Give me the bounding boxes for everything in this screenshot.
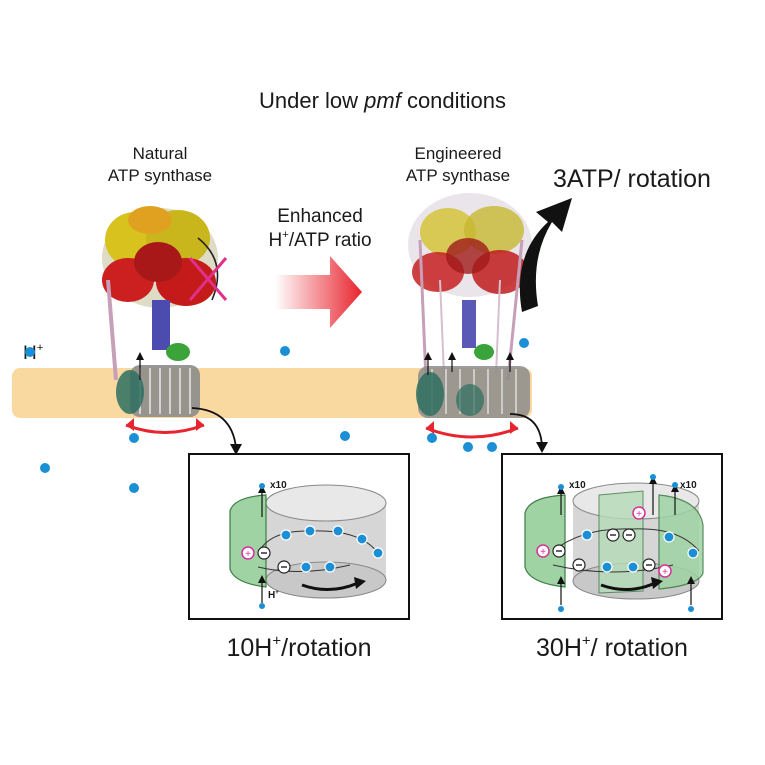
- natural-atp-synthase: [102, 206, 242, 455]
- engineered-atp-synthase: [408, 193, 572, 453]
- proton-dot: [129, 483, 139, 493]
- inset-proton-label: H+: [268, 589, 279, 601]
- proton-dot: [129, 433, 139, 443]
- proton-dot: [487, 442, 497, 452]
- inset-30h-rotation: + + + x10 x10: [501, 453, 723, 620]
- svg-text:+: +: [636, 509, 642, 520]
- multiplier-label-b: x10: [680, 480, 697, 491]
- atp-per-rotation-label: 3ATP/ rotation: [553, 165, 711, 193]
- svg-text:+: +: [245, 549, 251, 560]
- protons: [25, 338, 529, 493]
- proton-dot: [427, 433, 437, 443]
- svg-text:+: +: [662, 567, 668, 578]
- caption-30h-rotation: 30H+/ rotation: [536, 632, 688, 663]
- proton-dot: [280, 346, 290, 356]
- multiplier-label-a: x10: [569, 480, 586, 491]
- enhanced-ratio-arrow: [275, 256, 362, 328]
- caption-10h-rotation: 10H+/rotation: [226, 632, 372, 663]
- c-ring-diagram: +: [229, 483, 387, 609]
- proton-dot: [463, 442, 473, 452]
- svg-text:+: +: [540, 547, 546, 558]
- figure-title: Under low pmf conditions: [258, 88, 507, 113]
- enhanced-ratio-label: Enhanced H+/ATP ratio: [268, 206, 372, 251]
- proton-dot: [40, 463, 50, 473]
- multiplier-label: x10: [270, 480, 287, 491]
- inset-10h-rotation: + x10 H+: [188, 453, 410, 620]
- c-ring-diagram-engineered: + + +: [524, 474, 704, 612]
- proton-dot: [25, 347, 35, 357]
- proton-dot: [340, 431, 350, 441]
- proton-dot: [519, 338, 529, 348]
